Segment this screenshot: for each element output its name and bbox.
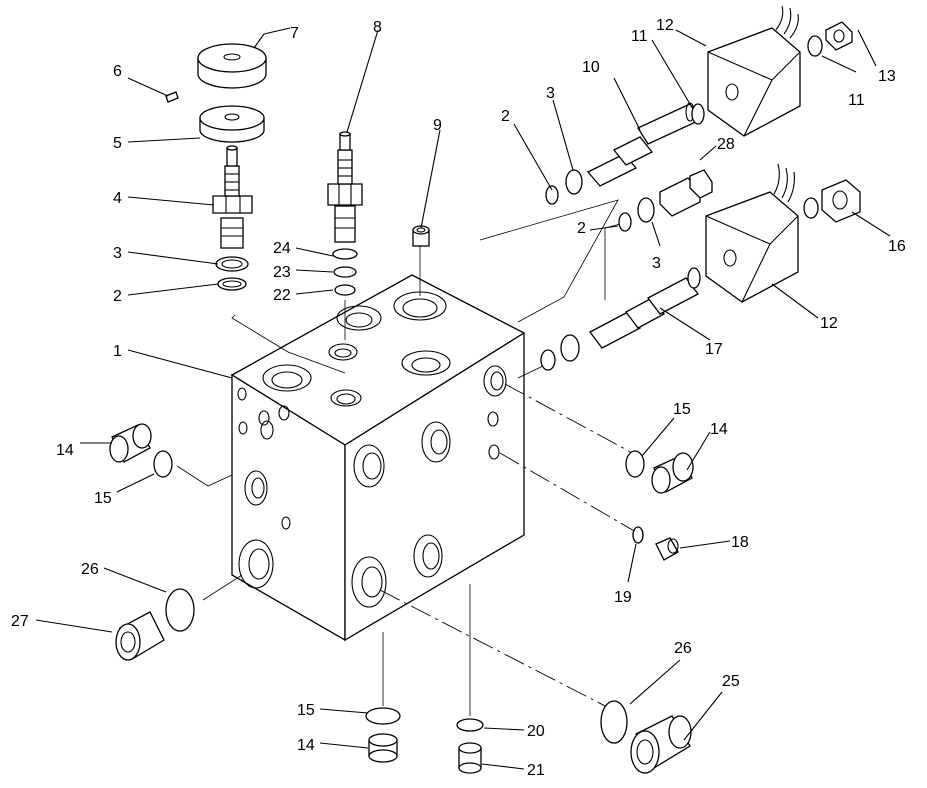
solenoid-valve-lower (540, 163, 861, 371)
sequence-valve-stack (327, 131, 363, 296)
leader-lines (35, 27, 891, 770)
callout-26: 26 (674, 640, 692, 657)
orifice-plug (412, 225, 430, 247)
callout-22: 22 (273, 287, 291, 304)
callout-15: 15 (297, 702, 315, 719)
solenoid-valve-fittings (618, 169, 713, 232)
solenoid-valve-upper (545, 5, 853, 205)
assembly-center-lines (176, 199, 637, 716)
callout-12: 12 (656, 17, 674, 34)
callout-18: 18 (731, 534, 749, 551)
callout-11: 11 (631, 28, 648, 45)
callout-5: 5 (113, 135, 122, 152)
callout-8: 8 (373, 19, 382, 36)
callout-14: 14 (297, 737, 315, 754)
callout-7: 7 (290, 25, 299, 42)
callout-9: 9 (433, 117, 442, 134)
callout-13: 13 (878, 68, 896, 85)
callout-3: 3 (652, 255, 661, 272)
callout-15: 15 (673, 401, 691, 418)
callout-27: 27 (11, 613, 29, 630)
callout-2: 2 (501, 108, 510, 125)
callout-3: 3 (113, 245, 122, 262)
callout-25: 25 (722, 673, 740, 690)
bottom-port-fittings (365, 707, 484, 774)
callout-14: 14 (56, 442, 74, 459)
callout-11: 11 (848, 92, 865, 109)
callout-12: 12 (820, 315, 838, 332)
callout-23: 23 (273, 264, 291, 281)
callout-3: 3 (546, 85, 555, 102)
callout-2: 2 (113, 288, 122, 305)
callout-20: 20 (527, 723, 545, 740)
callout-19: 19 (614, 589, 632, 606)
large-port-fittings (600, 700, 692, 774)
callout-2: 2 (577, 220, 586, 237)
callout-14: 14 (710, 421, 728, 438)
callout-labels: 1 2 2 2 3 3 3 4 5 6 7 8 9 10 11 11 12 12… (11, 17, 906, 779)
callout-17: 17 (705, 341, 723, 358)
callout-26: 26 (81, 561, 99, 578)
callout-10: 10 (582, 59, 600, 76)
callout-1: 1 (113, 343, 122, 360)
left-port-fittings (109, 423, 195, 661)
manifold-block (230, 274, 526, 642)
callout-4: 4 (113, 190, 122, 207)
callout-15: 15 (94, 490, 112, 507)
pressure-relief-stack (165, 43, 267, 291)
callout-28: 28 (717, 136, 735, 153)
callout-21: 21 (527, 762, 545, 779)
callout-6: 6 (113, 63, 122, 80)
callout-16: 16 (888, 238, 906, 255)
right-port-fittings (625, 450, 694, 561)
callout-24: 24 (273, 240, 291, 257)
